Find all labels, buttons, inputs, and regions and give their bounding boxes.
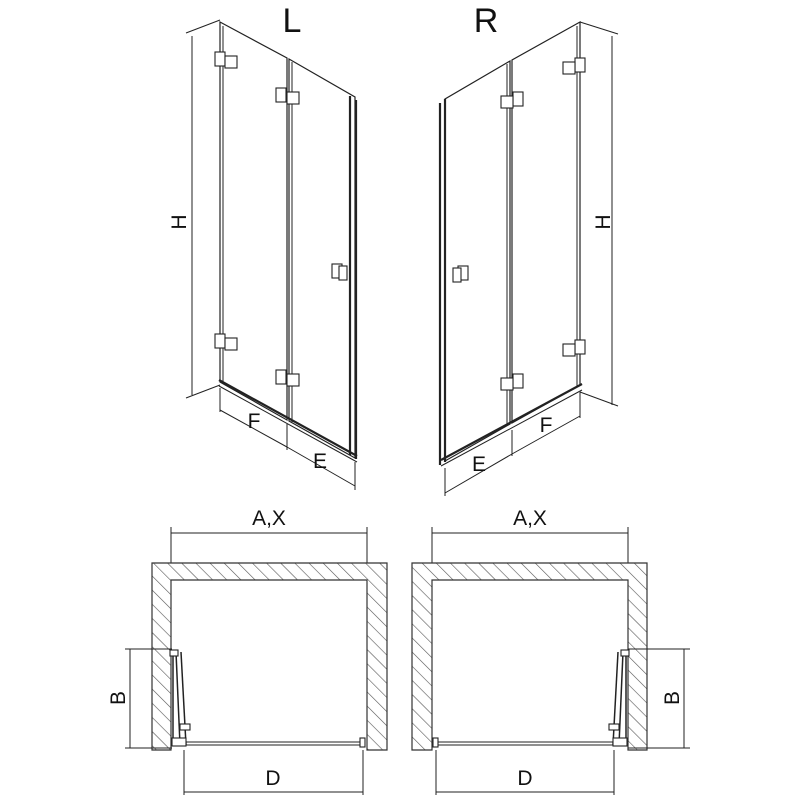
dimension-label-width-right: A,X [513, 507, 547, 530]
dimension-side-left: B [107, 648, 172, 749]
dimension-label-opening-left: D [265, 767, 280, 790]
variant-left-plan: A,X B D [107, 507, 388, 795]
dimension-label-opening-right: D [517, 767, 532, 790]
variant-right-plan: A,X B D [411, 507, 690, 795]
dimension-label-width-left: A,X [252, 507, 286, 530]
hinges-right [500, 57, 586, 391]
dimension-height-left: H [168, 19, 221, 399]
dimension-e-f-right: E F [444, 392, 581, 496]
variant-right-elevation: R H [438, 2, 619, 496]
dimension-label-height: H [168, 214, 191, 229]
glass-panels-left [218, 20, 358, 463]
variant-label-right: R [474, 2, 499, 40]
hinges-left [214, 51, 300, 387]
variant-label-left: L [283, 2, 302, 40]
walls-left [151, 562, 388, 751]
handle-right [452, 265, 469, 283]
dimension-opening-right: D [435, 750, 615, 795]
folded-door-right [432, 649, 630, 748]
dimension-label-f-right: F [540, 414, 553, 437]
dimension-label-height-right: H [592, 214, 615, 229]
variant-left-elevation: L H [168, 2, 358, 490]
folded-door-left [169, 649, 366, 748]
dimension-side-right: B [628, 648, 690, 749]
dimension-label-side-right: B [661, 691, 684, 705]
dimension-label-e-left: E [313, 450, 327, 473]
walls-right [411, 562, 648, 751]
dimension-f-e-left: F E [219, 388, 356, 490]
dimension-height-right: H [579, 21, 619, 407]
handle-left [331, 263, 348, 281]
dimension-label-e-right: E [472, 453, 486, 476]
dimension-label-side-left: B [107, 691, 130, 705]
glass-panels-right [438, 20, 583, 467]
dimension-label-f-left: F [248, 410, 261, 433]
dimension-opening-left: D [183, 750, 364, 795]
